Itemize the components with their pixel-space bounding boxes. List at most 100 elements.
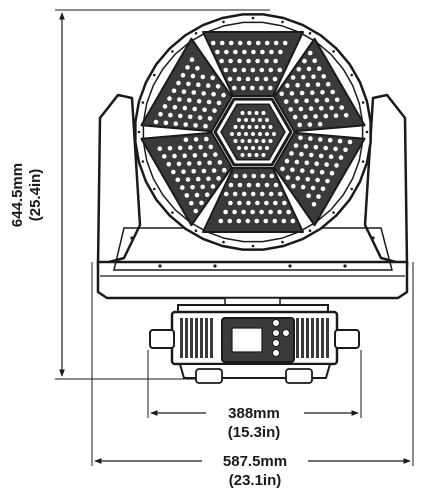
led-lens (199, 200, 204, 206)
led-lens (263, 76, 269, 82)
center-led-lens (233, 139, 238, 143)
led-lens (203, 123, 208, 129)
base (149, 297, 360, 384)
led-lens (212, 108, 217, 113)
led-lens (343, 113, 349, 118)
led-lens (210, 184, 216, 189)
led-lens (181, 89, 187, 94)
led-lens (241, 85, 246, 91)
led-lens (268, 85, 273, 91)
center-led-lens (240, 125, 245, 129)
led-lens (289, 151, 294, 156)
ring-screw (194, 229, 198, 232)
led-lens (204, 136, 209, 142)
led-lens (316, 194, 321, 199)
center-led-lens (251, 118, 255, 122)
led-lens (237, 200, 242, 206)
led-lens (227, 218, 233, 224)
led-lens (193, 208, 199, 214)
led-lens (294, 98, 299, 104)
ring-screw (361, 101, 365, 104)
ring-screw (350, 187, 354, 191)
led-lens (334, 163, 339, 168)
ring-screw (222, 240, 225, 244)
center-led-lens (261, 125, 266, 129)
led-lens (245, 76, 251, 82)
led-lens (176, 161, 182, 167)
led-lens (223, 209, 228, 215)
center-led-lens (233, 125, 238, 129)
height-imperial-label: (25.4in) (27, 169, 44, 222)
center-led-lens (230, 132, 234, 136)
ring-screw (194, 32, 198, 35)
led-lens (310, 185, 316, 191)
center-led-lens (261, 111, 266, 115)
ring-screw (153, 73, 156, 77)
led-lens (313, 144, 319, 150)
led-lens (185, 65, 190, 70)
led-lens (311, 202, 317, 207)
led-lens (320, 186, 326, 192)
led-lens (318, 137, 323, 142)
ring-screw (171, 50, 174, 53)
led-lens (200, 184, 205, 190)
led-lens (246, 200, 251, 206)
led-lens (264, 58, 269, 64)
led-lens (309, 169, 315, 174)
led-lens (314, 161, 320, 166)
led-lens (221, 92, 226, 98)
led-lens (172, 153, 177, 159)
led-lens (325, 81, 331, 87)
led-lens (241, 191, 247, 197)
ring-screw (141, 160, 145, 163)
led-lens (201, 168, 207, 174)
led-lens (277, 209, 282, 215)
led-lens (167, 146, 173, 151)
led-lens (158, 111, 163, 117)
led-lens (188, 145, 193, 150)
led-lens (319, 106, 324, 111)
led-lens (237, 58, 242, 64)
led-lens (308, 136, 313, 141)
led-lens (232, 85, 237, 91)
center-led-lens (247, 139, 252, 143)
led-lens (299, 90, 305, 96)
led-lens (223, 191, 229, 197)
led-lens (219, 40, 225, 46)
led-lens (251, 49, 256, 55)
center-led-lens (247, 153, 252, 157)
led-lens (268, 209, 273, 215)
led-lens (307, 50, 313, 56)
led-lens (210, 40, 216, 46)
led-lens (273, 40, 279, 46)
led-lens (217, 160, 223, 165)
overall-width-imperial-label: (23.1in) (229, 472, 282, 489)
led-lens (211, 168, 217, 173)
led-lens (254, 76, 260, 82)
vent-slot (326, 318, 329, 358)
base-vent-right (296, 318, 329, 358)
overall-width-metric-label: 587.5mm (223, 453, 287, 470)
led-lens (196, 98, 202, 104)
led-lens (318, 153, 324, 159)
led-lens (175, 177, 181, 183)
ring-screw (365, 130, 369, 134)
overall-width-dimension: 587.5mm (23.1in) (91, 262, 414, 490)
ring-screw (332, 211, 335, 214)
base-foot-pad-left (195, 368, 223, 384)
ring-screw (222, 20, 225, 24)
center-led-lens (251, 146, 255, 150)
led-lens (317, 121, 323, 127)
led-lens (286, 209, 291, 215)
led-lens (166, 161, 172, 167)
led-lens (191, 90, 197, 95)
center-led-lens (254, 139, 259, 143)
base-handle-right (334, 329, 360, 349)
led-lens (272, 218, 278, 224)
ring-screw (350, 73, 354, 77)
led-lens (228, 40, 234, 46)
center-led-lens (261, 153, 266, 157)
control-button-icon (272, 329, 280, 337)
led-lens (313, 114, 318, 119)
vent-slot (190, 318, 193, 358)
